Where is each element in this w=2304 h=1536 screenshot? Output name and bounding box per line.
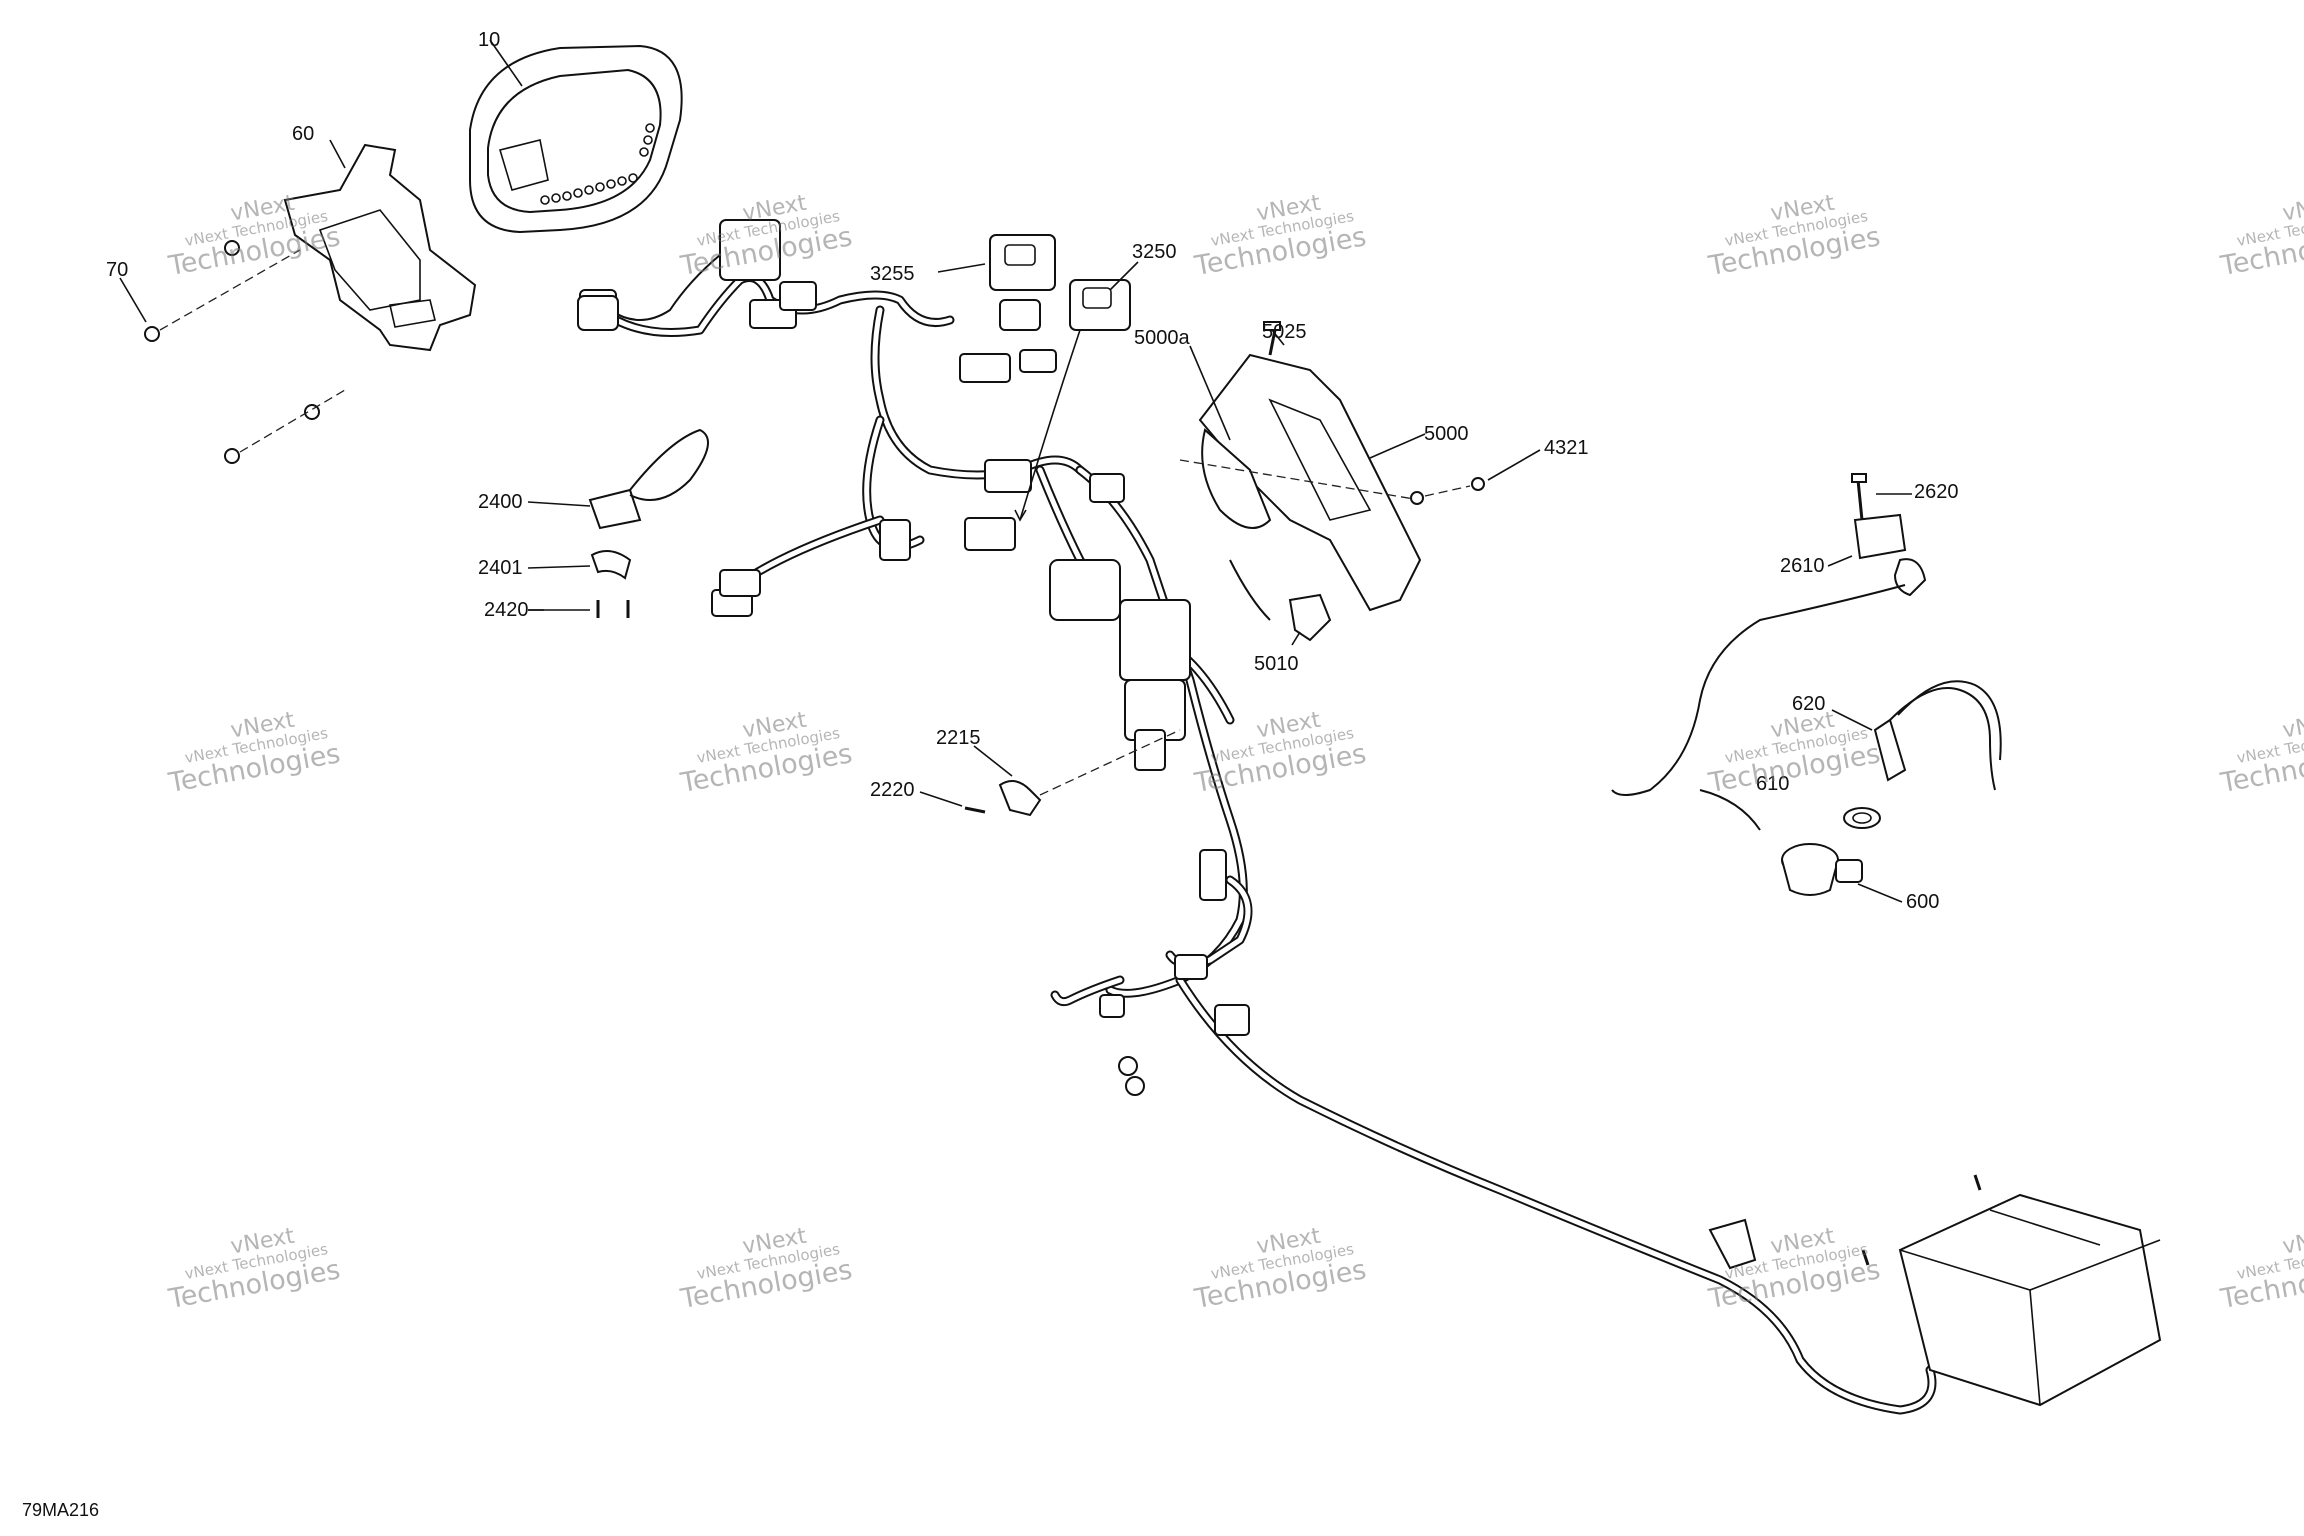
sensor-2400-part[interactable] — [588, 428, 709, 530]
gauge-display-part[interactable] — [469, 44, 683, 234]
callout-2420: 2420 — [484, 599, 529, 621]
sensor-2215-part[interactable] — [998, 780, 1042, 817]
switch-3255-part[interactable] — [989, 234, 1056, 331]
battery-part[interactable] — [1898, 1193, 2162, 1407]
cover-2610-part[interactable] — [1611, 513, 1927, 831]
callout-70: 70 — [106, 259, 129, 281]
callout-3250: 3250 — [1132, 241, 1177, 263]
lanyard-620-part[interactable] — [1873, 680, 2002, 791]
callout-2215: 2215 — [936, 727, 981, 749]
battery-terminal-cover[interactable] — [1708, 1218, 1757, 1270]
gauge-indicator-dots — [540, 123, 655, 205]
callout-2400: 2400 — [478, 491, 523, 513]
callout-3255: 3255 — [870, 263, 915, 285]
harness-connectors[interactable] — [579, 219, 1250, 1096]
cover-5010-part[interactable] — [1288, 593, 1332, 642]
callout-5010: 5010 — [1254, 653, 1299, 675]
callout-600: 600 — [1906, 891, 1940, 913]
callout-60: 60 — [292, 123, 315, 145]
switch-600-part[interactable] — [1781, 843, 1863, 896]
callout-610: 610 — [1756, 773, 1790, 795]
screw-2420-set[interactable] — [596, 600, 630, 618]
callout-5025: 5025 — [1262, 321, 1307, 343]
harness-end-connector[interactable] — [577, 295, 761, 597]
clip-2401-part[interactable] — [590, 550, 632, 580]
callout-5000: 5000 — [1424, 423, 1469, 445]
callout-620: 620 — [1792, 693, 1826, 715]
gauge-bracket-part[interactable] — [283, 143, 477, 352]
callout-5000a: 5000a — [1134, 327, 1190, 349]
battery-bolts[interactable] — [1861, 1174, 1982, 1266]
switch-3250-part[interactable] — [1069, 279, 1131, 331]
bolt-2620-part[interactable] — [1851, 473, 1867, 521]
screw-2220-part[interactable] — [964, 806, 986, 814]
bolt-5025-part[interactable] — [1263, 321, 1281, 356]
diagram-reference-code: 79MA216 — [22, 1500, 100, 1520]
callout-2401: 2401 — [478, 557, 523, 579]
callout-2620: 2620 — [1914, 481, 1959, 503]
callout-2220: 2220 — [870, 779, 915, 801]
callout-10: 10 — [478, 29, 501, 51]
ecm-5000-part[interactable] — [1198, 353, 1422, 612]
callout-4321: 4321 — [1544, 437, 1589, 459]
ring-610-part[interactable] — [1843, 807, 1881, 829]
screw-70-set[interactable] — [144, 240, 320, 464]
callout-2610: 2610 — [1780, 555, 1825, 577]
